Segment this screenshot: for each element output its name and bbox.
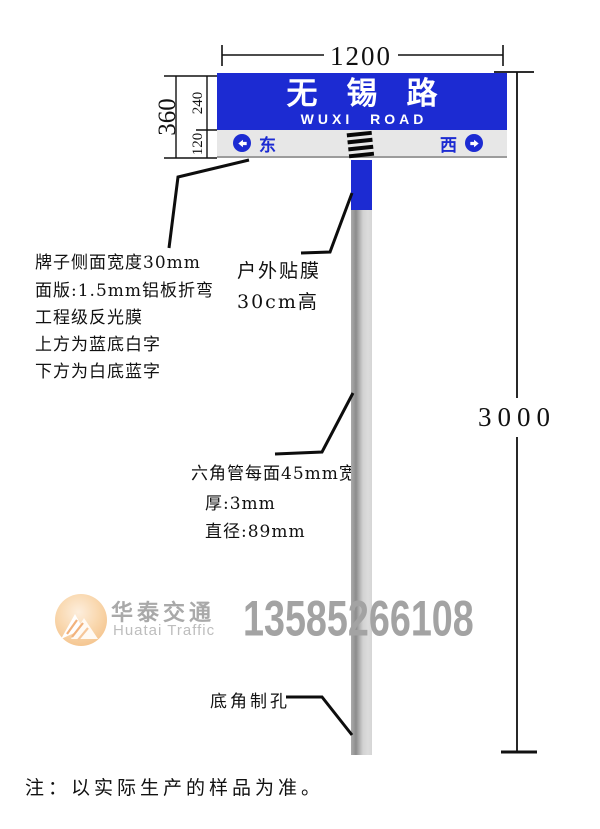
leader-base-hole [286, 695, 354, 736]
leader-tube-annotation [274, 392, 355, 456]
annotation-panel-line1: 牌子侧面宽度30mm [35, 253, 201, 273]
annotation-base-hole: 底角制孔 [210, 692, 290, 712]
annotation-panel-line5: 下方为白底蓝字 [35, 362, 161, 382]
annotation-panel-line3: 工程级反光膜 [35, 308, 143, 328]
direction-east-label: 东 [259, 135, 276, 155]
dim-pole-height-label: 3000 [478, 402, 556, 432]
huatai-logo-icon [55, 594, 107, 646]
watermark-brand-cn: 华泰交通 [111, 600, 216, 625]
leader-panel-annotation [167, 158, 250, 249]
direction-west-group: 西 [440, 131, 483, 156]
sign-blue-panel: 无锡路 WUXI ROAD [217, 73, 507, 130]
direction-west-label: 西 [440, 135, 457, 155]
arrow-right-icon [469, 139, 479, 147]
watermark-brand-en: Huatai Traffic [113, 622, 216, 639]
dim-sign-width-label: 1200 [311, 41, 411, 72]
hatch-bar [348, 144, 374, 152]
hatch-bar [348, 151, 375, 159]
arrow-left-icon [237, 139, 247, 147]
annotation-panel-line2: 面版:1.5mm铝板折弯 [35, 281, 215, 301]
watermark-phone-number: 13585266108 [243, 590, 474, 647]
sign-road-name-cn: 无锡路 [286, 76, 467, 111]
pole-body [351, 210, 372, 755]
leader-film-annotation [300, 192, 354, 255]
dim-sign-height-label: 360 [154, 98, 181, 136]
left-arrow-badge [233, 134, 251, 152]
annotation-tube-line1: 六角管每面45mm宽 [191, 464, 357, 484]
annotation-film-line2: 30cm高 [237, 291, 319, 313]
leader-lines [167, 158, 355, 736]
pole-blue-film-section [351, 160, 372, 210]
hatch-bar [347, 137, 373, 145]
sign-road-name-en: WUXI ROAD [300, 111, 428, 127]
footer-note: 注：以实际生产的样品为准。 [25, 777, 325, 799]
annotation-film-line1: 户外贴膜 [237, 260, 322, 282]
pole-hatch-marks [346, 130, 376, 161]
annotation-tube-line3: 直径:89mm [205, 522, 306, 542]
dim-strip-height-label: 120 [190, 132, 206, 156]
direction-east-group: 东 [233, 131, 276, 156]
annotation-tube-line2: 厚:3mm [205, 494, 276, 514]
annotation-panel-line4: 上方为蓝底白字 [35, 335, 161, 355]
right-arrow-badge [465, 134, 483, 152]
